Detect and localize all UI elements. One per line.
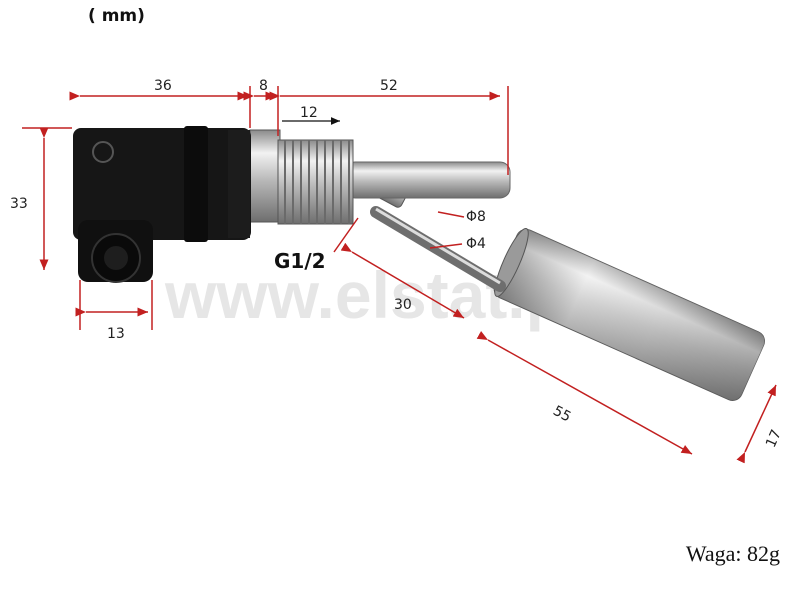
dim-label-55: 55 [550,403,573,425]
weight-label: Waga: 82g [685,541,780,566]
float-cylinder [493,227,766,401]
dim-label-13: 13 [107,326,125,342]
dim-label-52: 52 [380,78,398,94]
dim-label-phi4: Φ4 [466,236,486,252]
unit-label: ( mm) [88,6,145,26]
thread-label: G1/2 [274,249,326,273]
dim-label-30: 30 [394,297,412,313]
threaded-fitting [249,129,354,225]
dim-label-33: 33 [10,196,28,212]
connector-housing [73,126,251,283]
dim-label-36: 36 [154,78,172,94]
dim-label-17: 17 [763,427,785,450]
dim-label-12: 12 [300,105,318,121]
rod-phi8 [344,161,511,199]
dim-label-phi8: Φ8 [466,209,486,225]
dim-label-8: 8 [259,78,268,94]
dimension-lines [22,86,777,464]
